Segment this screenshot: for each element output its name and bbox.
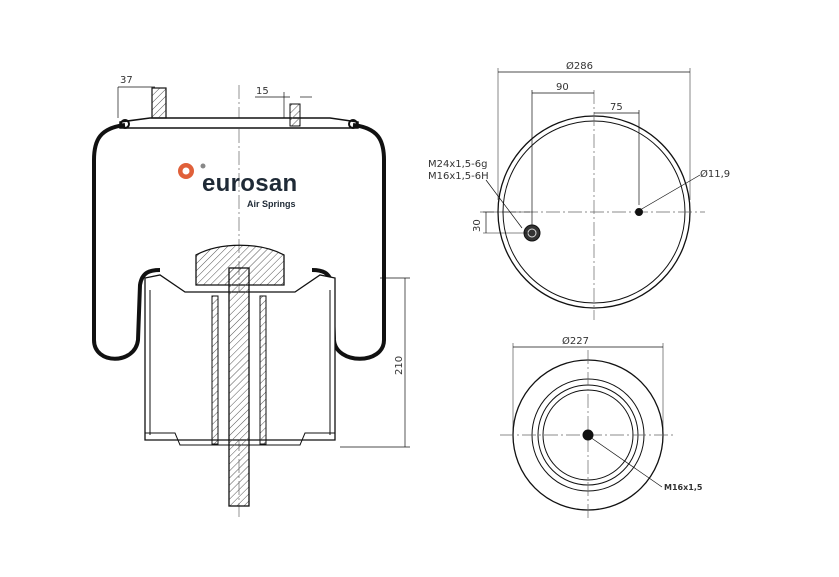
dim-diameter-227: Ø227 bbox=[562, 335, 589, 347]
side-view bbox=[92, 85, 410, 520]
top-view bbox=[480, 68, 705, 320]
dim-90: 90 bbox=[556, 82, 569, 93]
dim-diameter-286: Ø286 bbox=[566, 60, 593, 72]
dim-30: 30 bbox=[472, 219, 483, 232]
thread-m16-bottom: M16x1,5 bbox=[664, 483, 703, 492]
thread-m24: M24x1,5-6g bbox=[428, 159, 488, 170]
thread-m16: M16x1,5-6H bbox=[428, 171, 489, 182]
dim-15: 15 bbox=[256, 86, 269, 97]
logo-tagline: Air Springs bbox=[247, 199, 296, 209]
bottom-view bbox=[500, 343, 676, 520]
logo-icon bbox=[178, 163, 206, 179]
dim-75: 75 bbox=[610, 102, 623, 113]
dim-210: 210 bbox=[394, 356, 405, 375]
dim-hole-11-9: Ø11,9 bbox=[700, 168, 730, 180]
dim-37: 37 bbox=[120, 75, 133, 86]
logo-brand: eurosan bbox=[202, 170, 298, 197]
